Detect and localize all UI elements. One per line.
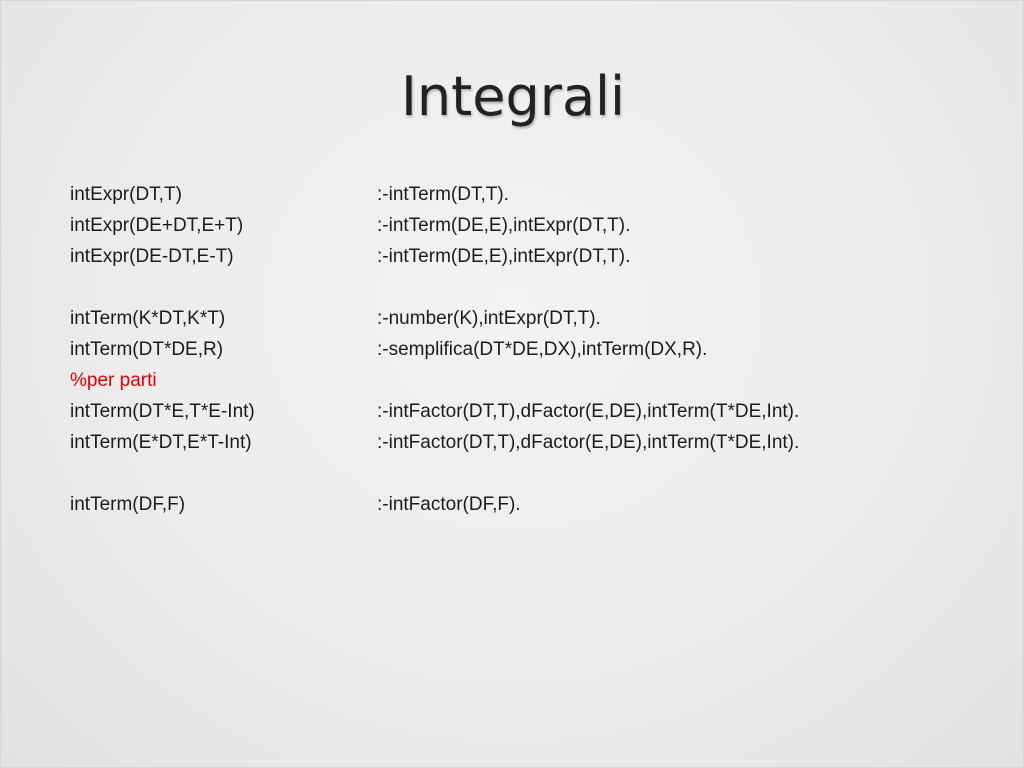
code-comment: %per parti xyxy=(70,370,157,391)
clause-body: :-intFactor(DT,T),dFactor(E,DE),intTerm(… xyxy=(377,401,800,422)
clause-head: intExpr(DE+DT,E+T) xyxy=(70,215,244,236)
clause-head: intExpr(DE-DT,E-T) xyxy=(70,246,234,267)
clause-head: intTerm(DF,F) xyxy=(70,494,186,515)
clause-head: intTerm(E*DT,E*T-Int) xyxy=(70,432,252,453)
clause-head: intTerm(DT*DE,R) xyxy=(70,339,224,360)
slide-title: Integrali xyxy=(400,65,626,128)
blank-line xyxy=(70,458,970,489)
clause-body: :-number(K),intExpr(DT,T). xyxy=(377,308,601,329)
clause-head: intTerm(DT*E,T*E-Int) xyxy=(70,401,255,422)
clause-body: :-intTerm(DE,E),intExpr(DT,T). xyxy=(377,215,631,236)
comment-line: %per parti xyxy=(70,365,970,396)
clause-body: :-intFactor(DF,F). xyxy=(377,494,521,515)
code-line: intTerm(DT*E,T*E-Int) :-intFactor(DT,T),… xyxy=(70,396,970,427)
clause-body: :-intTerm(DT,T). xyxy=(377,184,509,205)
code-line: intTerm(E*DT,E*T-Int) :-intFactor(DT,T),… xyxy=(70,427,970,458)
clause-body: :-semplifica(DT*DE,DX),intTerm(DX,R). xyxy=(377,339,708,360)
code-line: intExpr(DT,T) :-intTerm(DT,T). xyxy=(70,179,970,210)
clause-body: :-intFactor(DT,T),dFactor(E,DE),intTerm(… xyxy=(377,432,800,453)
code-line: intTerm(K*DT,K*T) :-number(K),intExpr(DT… xyxy=(70,303,970,334)
code-line: intExpr(DE-DT,E-T) :-intTerm(DE,E),intEx… xyxy=(70,241,970,272)
blank-line xyxy=(70,272,970,303)
code-block: intExpr(DT,T) :-intTerm(DT,T). intExpr(D… xyxy=(70,179,970,520)
code-line: intTerm(DT*DE,R) :-semplifica(DT*DE,DX),… xyxy=(70,334,970,365)
clause-body: :-intTerm(DE,E),intExpr(DT,T). xyxy=(377,246,631,267)
code-line: intExpr(DE+DT,E+T) :-intTerm(DE,E),intEx… xyxy=(70,210,970,241)
clause-head: intExpr(DT,T) xyxy=(70,184,182,205)
code-line: intTerm(DF,F) :-intFactor(DF,F). xyxy=(70,489,970,520)
clause-head: intTerm(K*DT,K*T) xyxy=(70,308,226,329)
